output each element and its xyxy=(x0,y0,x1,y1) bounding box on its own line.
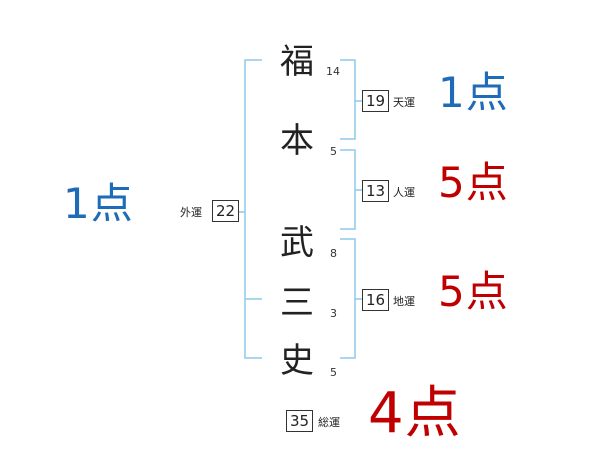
jin-score: 5点 xyxy=(438,158,509,207)
surname-char-2-strokes: 5 xyxy=(330,145,337,158)
surname-char-1-strokes: 14 xyxy=(326,65,340,78)
ten-score: 1点 xyxy=(438,68,509,117)
given-char-1-strokes: 8 xyxy=(330,247,337,260)
jin-label: 人運 xyxy=(393,186,415,199)
surname-char-2: 本 xyxy=(280,121,314,161)
chi-bracket xyxy=(340,238,356,359)
gai-score: 1点 xyxy=(63,179,134,228)
ten-bracket xyxy=(340,59,356,140)
jin-bracket xyxy=(340,149,356,230)
sou-score: 4点 xyxy=(368,381,462,446)
given-char-1: 武 xyxy=(280,223,314,263)
chi-label: 地運 xyxy=(393,295,415,308)
ten-value-box: 19 xyxy=(362,90,390,112)
jin-value-box: 13 xyxy=(362,180,390,202)
sou-value-box: 35 xyxy=(286,410,314,432)
chi-score: 5点 xyxy=(438,267,509,316)
gai-value-box: 22 xyxy=(212,200,240,222)
surname-char-1: 福 xyxy=(280,42,314,82)
sou-label: 総運 xyxy=(318,416,340,429)
chi-value-box: 16 xyxy=(362,289,390,311)
given-char-2-strokes: 3 xyxy=(330,307,337,320)
ten-label: 天運 xyxy=(393,96,415,109)
given-char-2: 三 xyxy=(280,283,314,323)
outer-bracket xyxy=(244,59,262,359)
gai-label: 外運 xyxy=(180,206,202,219)
given-char-3: 史 xyxy=(280,341,314,381)
given-char-3-strokes: 5 xyxy=(330,366,337,379)
